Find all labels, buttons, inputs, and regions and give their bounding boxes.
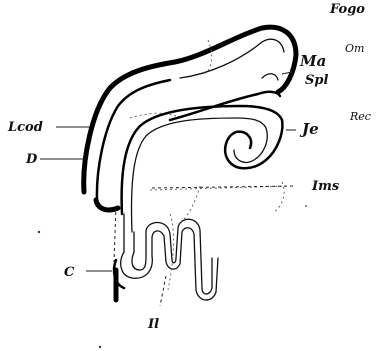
intestine-coils [114,219,218,300]
label-fogo: Fogo [329,2,365,17]
stomach-outline [84,27,296,200]
mesentery-lines [150,182,290,290]
label-om: Om [345,42,364,55]
label-spl: Spl [305,73,328,88]
duodenum-tube [96,106,282,252]
label-rec: Rec [349,110,371,123]
cecum-stub [114,206,116,262]
jejunum-loop [225,120,282,168]
label-il: Il [147,317,159,332]
print-specks [38,205,307,348]
label-je: Je [299,120,319,138]
label-c: C [64,265,75,280]
label-lcod: Lcod [7,120,43,135]
label-ma: Ma [299,52,326,70]
label-d: D [25,152,38,167]
label-ims: Ims [311,179,340,194]
